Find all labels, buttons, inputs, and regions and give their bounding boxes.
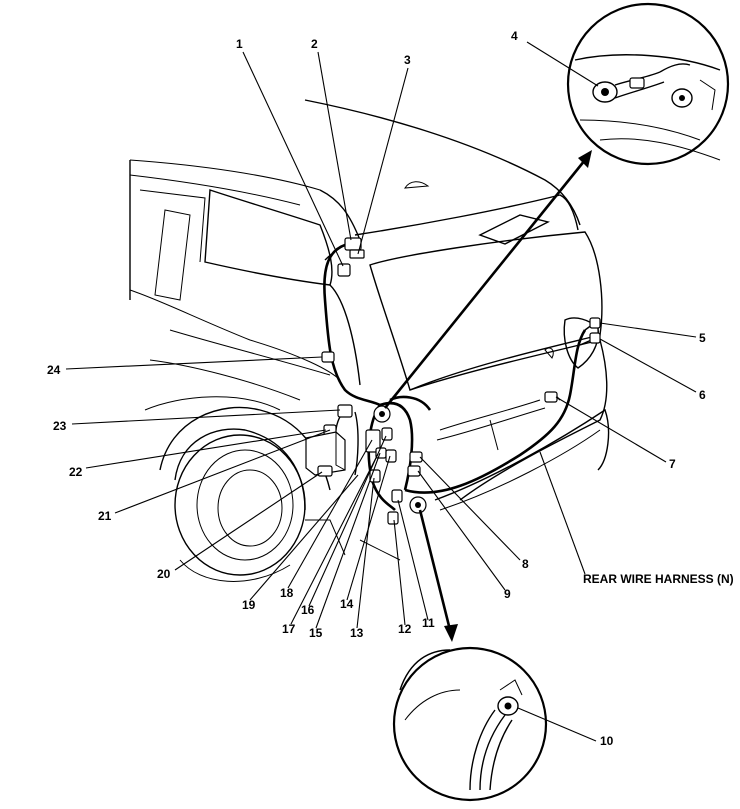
callout-10: 10	[600, 734, 614, 748]
inset-detail-4	[566, 2, 730, 166]
callout-11: 11	[422, 616, 435, 630]
callout-labels: 1 2 3 4 5 6 7 8 9 10 11 12 13 14 15 16 1…	[47, 29, 734, 748]
callout-16: 16	[301, 603, 315, 617]
callout-6: 6	[699, 388, 706, 402]
callout-3: 3	[404, 53, 411, 67]
connector-15	[365, 429, 381, 453]
connector-11	[391, 489, 403, 503]
callout-22: 22	[69, 465, 83, 479]
connector-3	[349, 249, 365, 259]
callout-21: 21	[98, 509, 112, 523]
callout-24: 24	[47, 363, 61, 377]
connector-5	[589, 317, 601, 329]
callout-7: 7	[669, 457, 676, 471]
callout-20: 20	[157, 567, 171, 581]
connector-8	[409, 451, 423, 463]
connectors	[305, 237, 601, 525]
connector-12	[387, 511, 399, 525]
callout-12: 12	[398, 622, 412, 636]
callout-23: 23	[53, 419, 67, 433]
callout-9: 9	[504, 587, 511, 601]
connector-17	[375, 447, 387, 459]
inset-detail-10	[392, 646, 548, 802]
harness-label: REAR WIRE HARNESS (N)	[583, 572, 734, 586]
connector-14	[385, 449, 397, 463]
callout-4: 4	[511, 29, 518, 43]
callout-2: 2	[311, 37, 318, 51]
leader-lines	[65, 41, 697, 742]
connector-1	[337, 263, 351, 277]
callout-15: 15	[309, 626, 323, 640]
callout-5: 5	[699, 331, 706, 345]
connector-23	[337, 404, 353, 418]
callout-17: 17	[282, 622, 296, 636]
connector-16	[381, 427, 393, 441]
detail-arrows	[383, 150, 592, 642]
callout-19: 19	[242, 598, 256, 612]
callout-8: 8	[522, 557, 529, 571]
vehicle-body	[129, 99, 610, 582]
connector-7	[544, 391, 558, 403]
callout-18: 18	[280, 586, 294, 600]
callout-1: 1	[236, 37, 243, 51]
connector-2	[344, 237, 362, 251]
rear-wire-harness	[323, 241, 597, 511]
connector-24	[321, 351, 335, 363]
callout-14: 14	[340, 597, 354, 611]
callout-13: 13	[350, 626, 364, 640]
connector-9	[407, 465, 421, 477]
connector-21	[317, 465, 333, 477]
connector-6	[589, 332, 601, 344]
